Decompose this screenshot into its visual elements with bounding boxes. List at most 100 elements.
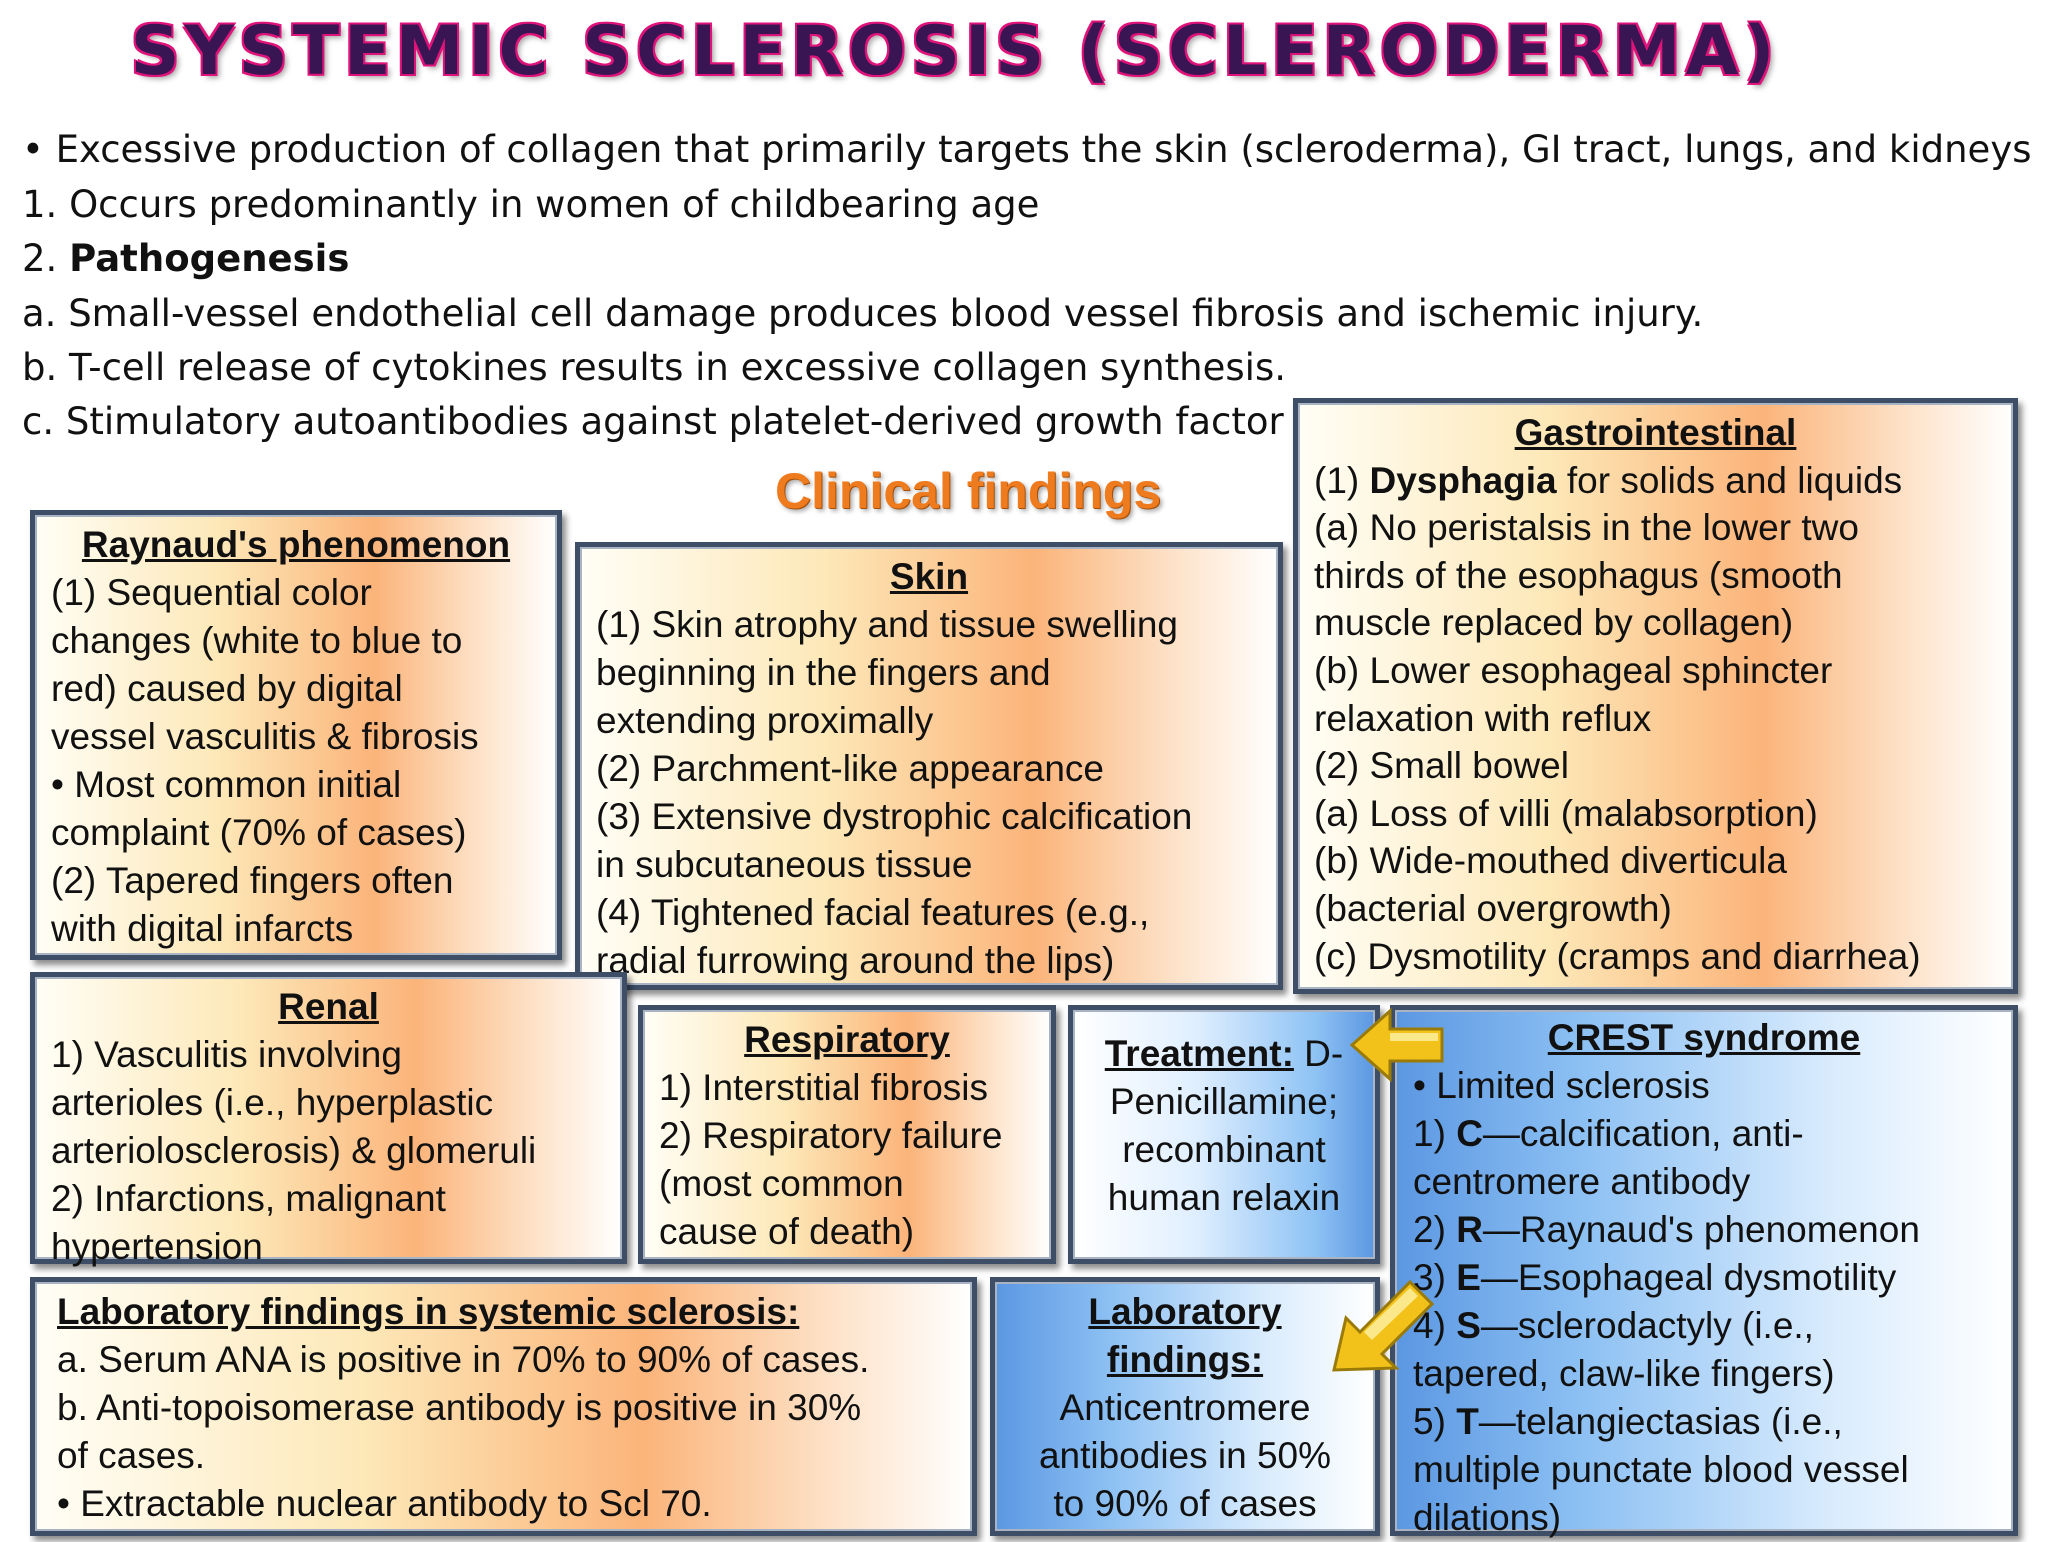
skin-lines: (1) Skin atrophy and tissue swelling begi… xyxy=(596,601,1262,985)
skin-line: (2) Parchment-like appearance xyxy=(596,748,1104,789)
treatment-heading: Treatment: xyxy=(1104,1033,1294,1074)
intro-line-3: 2. Pathogenesis xyxy=(22,237,349,280)
crest-item-text: dilations) xyxy=(1413,1497,1562,1538)
gi-heading: Gastrointestinal xyxy=(1514,412,1797,453)
gi-line: thirds of the esophagus (smooth xyxy=(1314,554,1843,596)
treatment-line: human relaxin xyxy=(1107,1177,1341,1218)
gi-line: muscle replaced by collagen) xyxy=(1314,602,1794,644)
gi-line: (b) Lower esophageal sphincter xyxy=(1314,649,1833,691)
renal-line: 1) Vasculitis involving xyxy=(51,1034,402,1075)
crest-item: 3) E—Esophageal dysmotility xyxy=(1413,1254,1995,1302)
lab-crest-line: to 90% of cases xyxy=(1053,1483,1317,1524)
skin-heading: Skin xyxy=(889,556,969,597)
raynaud-box: Raynaud's phenomenon (1) Sequential colo… xyxy=(30,510,562,960)
skin-line: (3) Extensive dystrophic calcification xyxy=(596,796,1193,837)
gi-lines: (a) No peristalsis in the lower two third… xyxy=(1314,504,1997,980)
raynaud-line: vessel vasculitis & fibrosis xyxy=(51,716,479,757)
intro-line-6: c. Stimulatory autoantibodies against pl… xyxy=(22,400,1284,443)
arrow-down-left-icon xyxy=(1332,1279,1435,1372)
raynaud-line: complaint (70% of cases) xyxy=(51,812,467,853)
raynaud-line: (2) Tapered fingers often xyxy=(51,860,454,901)
crest-limited-sclerosis: • Limited sclerosis xyxy=(1413,1065,1710,1106)
intro-line-3-prefix: 2. xyxy=(22,237,70,280)
gi-line: (a) Loss of villi (malabsorption) xyxy=(1314,792,1818,834)
crest-item: dilations) xyxy=(1413,1494,1995,1542)
page-title: SYSTEMIC SCLEROSIS (SCLERODERMA) xyxy=(130,12,1780,91)
treatment-line-1: Treatment: D- xyxy=(1081,1030,1367,1078)
crest-item-text: multiple punctate blood vessel xyxy=(1413,1449,1909,1490)
respiratory-line: 1) Interstitial fibrosis xyxy=(659,1067,988,1108)
skin-line: beginning in the fingers and xyxy=(596,652,1051,693)
crest-item-letter: R xyxy=(1456,1209,1483,1250)
lab-ss-heading: Laboratory findings in systemic sclerosi… xyxy=(57,1291,800,1332)
gi-box: Gastrointestinal (1) Dysphagia for solid… xyxy=(1293,398,2018,994)
respiratory-box: Respiratory 1) Interstitial fibrosis 2) R… xyxy=(638,1005,1056,1264)
lab-crest-line: Anticentromere xyxy=(1059,1387,1311,1428)
renal-line: hypertension xyxy=(51,1226,263,1267)
crest-item-number: 1) xyxy=(1413,1113,1457,1154)
crest-item: 5) T—telangiectasias (i.e., xyxy=(1413,1398,1995,1446)
gi-line-1-rest: for solids and liquids xyxy=(1556,459,1903,501)
treatment-line: recombinant xyxy=(1122,1129,1326,1170)
crest-item: centromere antibody xyxy=(1413,1158,1995,1206)
crest-item-text: —Raynaud's phenomenon xyxy=(1482,1209,1920,1250)
lab-crest-heading-1: Laboratory xyxy=(1088,1291,1282,1332)
renal-line: 2) Infarctions, malignant xyxy=(51,1178,446,1219)
respiratory-line: 2) Respiratory failure xyxy=(659,1115,1003,1156)
crest-item-letter: C xyxy=(1456,1113,1483,1154)
skin-line: extending proximally xyxy=(596,700,934,741)
crest-item: 4) S—sclerodactyly (i.e., xyxy=(1413,1302,1995,1350)
gi-line-dysphagia: (1) Dysphagia for solids and liquids xyxy=(1314,457,1997,505)
respiratory-lines: 1) Interstitial fibrosis 2) Respiratory f… xyxy=(659,1064,1035,1256)
gi-line: (a) No peristalsis in the lower two xyxy=(1314,507,1859,549)
renal-box: Renal 1) Vasculitis involving arterioles … xyxy=(30,972,627,1267)
renal-line: arterioles (i.e., hyperplastic xyxy=(51,1082,494,1123)
crest-item-text: —telangiectasias (i.e., xyxy=(1478,1401,1843,1442)
skin-line: (1) Skin atrophy and tissue swelling xyxy=(596,604,1179,645)
gi-line: (b) Wide-mouthed diverticula xyxy=(1314,840,1787,882)
raynaud-line: red) caused by digital xyxy=(51,668,403,709)
respiratory-line: cause of death) xyxy=(659,1211,915,1252)
crest-item-letter: S xyxy=(1456,1305,1481,1346)
skin-box: Skin (1) Skin atrophy and tissue swellin… xyxy=(575,542,1283,990)
raynaud-line: with digital infarcts xyxy=(51,908,354,949)
crest-item-number: 2) xyxy=(1413,1209,1457,1250)
pathogenesis-heading: Pathogenesis xyxy=(69,237,350,280)
treatment-line-1-rest: D- xyxy=(1293,1033,1344,1074)
lab-ss-line: of cases. xyxy=(57,1435,206,1476)
renal-lines: 1) Vasculitis involving arterioles (i.e.,… xyxy=(51,1031,606,1271)
lab-ss-lines: a. Serum ANA is positive in 70% to 90% o… xyxy=(57,1336,950,1528)
crest-item: multiple punctate blood vessel xyxy=(1413,1446,1995,1494)
raynaud-line: changes (white to blue to xyxy=(51,620,463,661)
crest-item-text: —Esophageal dysmotility xyxy=(1480,1257,1897,1298)
intro-line-4: a. Small-vessel endothelial cell damage … xyxy=(22,292,1704,335)
gi-line: (2) Small bowel xyxy=(1314,745,1569,787)
crest-lines: 1) C—calcification, anti-centromere anti… xyxy=(1413,1110,1995,1542)
raynaud-heading: Raynaud's phenomenon xyxy=(81,524,511,565)
crest-box: CREST syndrome • Limited sclerosis 1) C—… xyxy=(1390,1005,2018,1538)
respiratory-heading: Respiratory xyxy=(744,1019,950,1060)
crest-item-letter: E xyxy=(1456,1257,1481,1298)
clinical-findings-heading: Clinical findings xyxy=(775,463,1162,519)
crest-item-text: tapered, claw-like fingers) xyxy=(1413,1353,1835,1394)
intro-line-5: b. T-cell release of cytokines results i… xyxy=(22,346,1286,389)
gi-line: relaxation with reflux xyxy=(1314,697,1652,739)
gi-line: (c) Dysmotility (cramps and diarrhea) xyxy=(1314,935,1921,977)
intro-line-1: • Excessive production of collagen that … xyxy=(22,128,2032,171)
skin-line: radial furrowing around the lips) xyxy=(596,940,1115,981)
gi-line: (bacterial overgrowth) xyxy=(1314,887,1672,929)
crest-item: tapered, claw-like fingers) xyxy=(1413,1350,1995,1398)
crest-item: 2) R—Raynaud's phenomenon xyxy=(1413,1206,1995,1254)
crest-item: 1) C—calcification, anti- xyxy=(1413,1110,1995,1158)
skin-line: in subcutaneous tissue xyxy=(596,844,973,885)
crest-item-letter: T xyxy=(1456,1401,1479,1442)
arrow-left-icon xyxy=(1349,1007,1444,1083)
renal-heading: Renal xyxy=(278,986,379,1027)
crest-item-number: 5) xyxy=(1413,1401,1457,1442)
gi-line-1-prefix: (1) xyxy=(1314,459,1370,501)
renal-line: arteriolosclerosis) & glomeruli xyxy=(51,1130,537,1171)
